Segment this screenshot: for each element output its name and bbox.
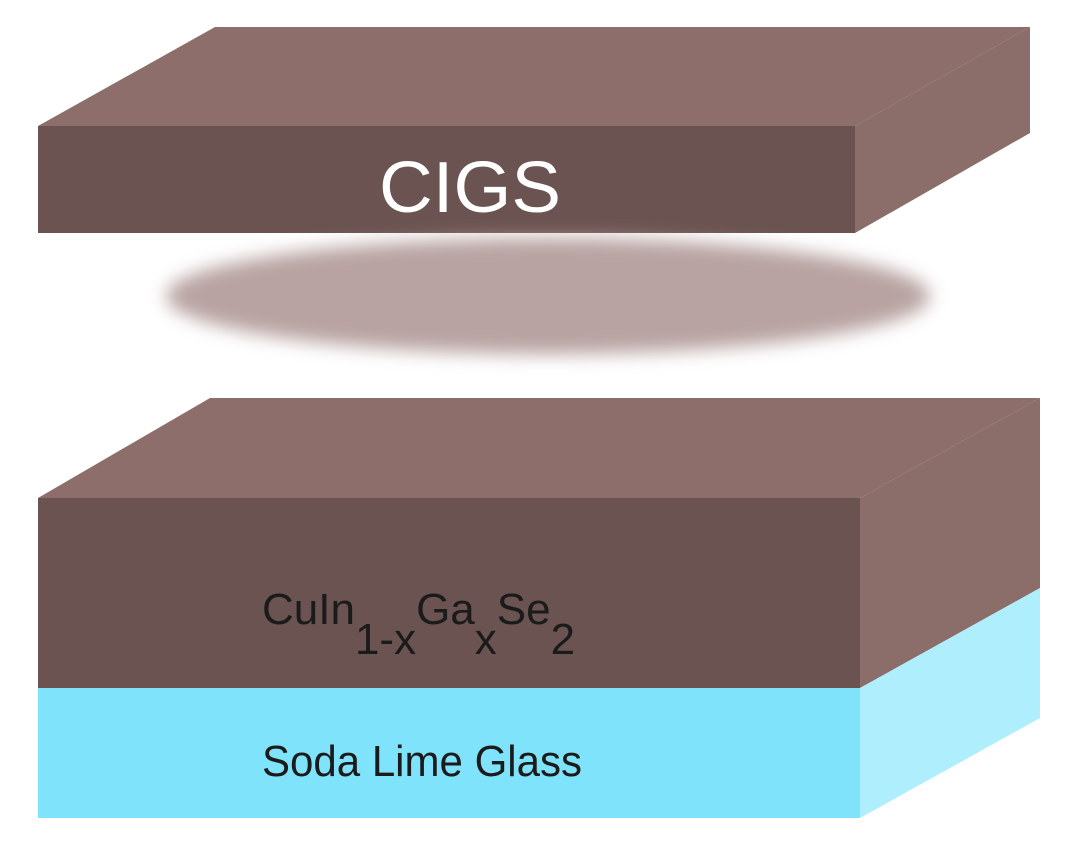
layer-stack: CuIn1-xGaxSe2 Soda Lime Glass xyxy=(38,398,1040,818)
shadow-ellipse xyxy=(166,238,930,354)
glass-side-face xyxy=(860,588,1040,818)
formula-sub-x: x xyxy=(475,615,497,664)
formula-cuin: CuIn xyxy=(262,585,355,634)
cigs-slab-side-face xyxy=(855,27,1030,233)
formula-ga: Ga xyxy=(416,585,475,634)
glass-label: Soda Lime Glass xyxy=(262,737,582,786)
formula-sub-1-x: 1-x xyxy=(355,615,416,664)
absorber-formula: CuIn1-xGaxSe2 xyxy=(262,585,575,664)
cigs-slab-top-face xyxy=(38,27,1030,126)
formula-se: Se xyxy=(497,585,551,634)
absorber-side-face xyxy=(860,398,1040,688)
cigs-label: CIGS xyxy=(379,148,561,228)
absorber-front-face xyxy=(38,498,860,688)
formula-sub-2: 2 xyxy=(551,615,575,664)
cigs-slab: CIGS xyxy=(38,27,1030,233)
glass-front-face xyxy=(38,688,860,818)
absorber-top-face xyxy=(38,398,1040,498)
cigs-slab-front-face xyxy=(38,126,855,233)
